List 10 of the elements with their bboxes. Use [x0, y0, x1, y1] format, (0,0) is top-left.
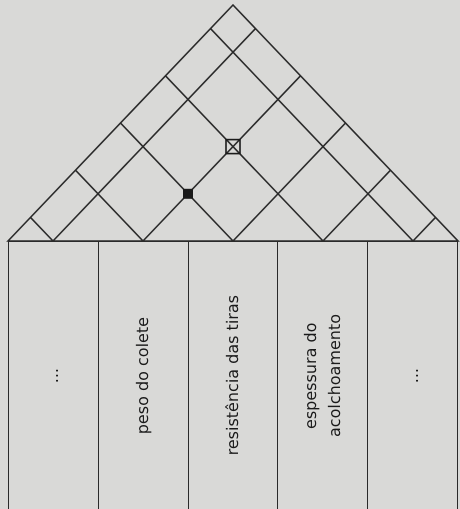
requirement-column	[8, 241, 98, 509]
requirement-label: ...	[42, 368, 64, 384]
requirement-column	[188, 241, 278, 509]
requirement-label: resistência das tiras	[222, 295, 243, 456]
requirement-label: ...	[402, 368, 423, 384]
requirement-label: espessura do acolchoamento	[300, 313, 345, 439]
requirement-column	[367, 241, 458, 509]
requirement-column	[277, 241, 368, 509]
requirement-column	[98, 241, 188, 509]
requirement-label: peso do colete	[132, 316, 154, 434]
